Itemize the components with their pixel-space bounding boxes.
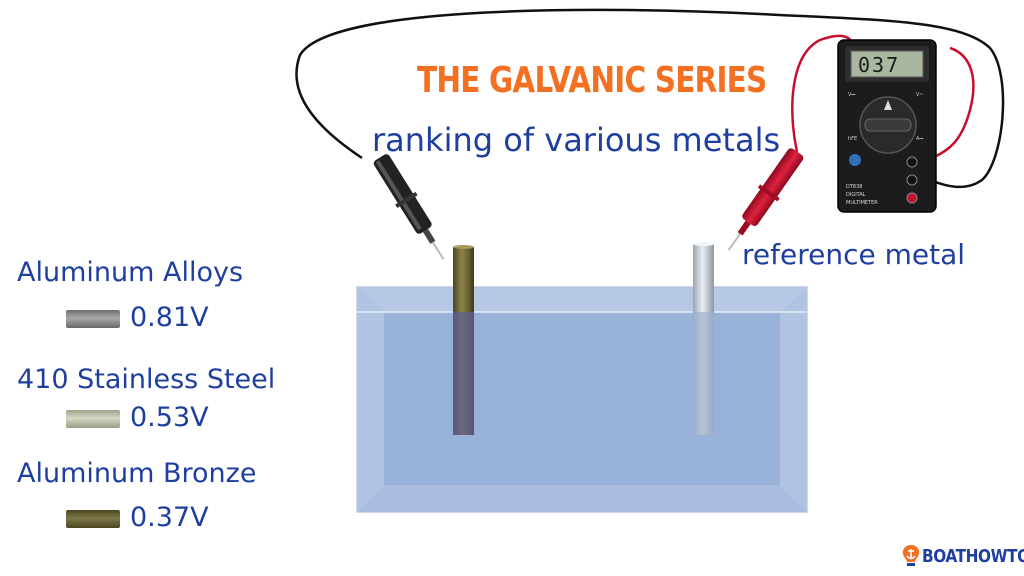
metal-name-aluminum-bronze: Aluminum Bronze: [17, 458, 257, 489]
svg-text:A⎓: A⎓: [916, 136, 923, 142]
logo-text: BOATHOWTO: [922, 545, 1024, 567]
water-tank: [356, 286, 808, 513]
anchor-bulb-icon: [902, 545, 920, 566]
voltage-aluminum-alloys: 0.81V: [130, 302, 209, 333]
swatch-aluminum-bronze: [66, 510, 120, 528]
reference-rod: [693, 242, 714, 435]
page-title: THE GALVANIC SERIES: [417, 60, 767, 101]
black-probe: [373, 154, 445, 260]
voltage-410-stainless-steel: 0.53V: [130, 402, 209, 433]
bronze-rod: [453, 245, 474, 435]
svg-text:V~: V~: [916, 92, 924, 98]
multimeter: V⎓ V~ hFE A⎓: [837, 39, 937, 213]
black-wire: [295, 8, 1005, 189]
meter-display: 037: [858, 53, 900, 77]
red-wire-2: [931, 46, 975, 160]
meter-caption-2: MULTIMETER: [846, 200, 878, 206]
swatch-aluminum-alloys: [66, 310, 120, 328]
metal-name-410-stainless-steel: 410 Stainless Steel: [17, 364, 276, 395]
svg-text:hFE: hFE: [848, 136, 857, 142]
meter-caption-1: DIGITAL: [846, 192, 866, 198]
reference-metal-label: reference metal: [742, 238, 966, 271]
red-probe: [727, 148, 804, 251]
metal-name-aluminum-alloys: Aluminum Alloys: [17, 257, 244, 288]
page-subtitle: ranking of various metals: [372, 121, 781, 159]
meter-model: DT838: [846, 184, 862, 190]
swatch-410-stainless-steel: [66, 410, 120, 428]
boathowto-logo: BOATHOWTO: [900, 543, 1024, 569]
voltage-aluminum-bronze: 0.37V: [130, 502, 209, 533]
red-wire: [791, 34, 856, 153]
svg-text:V⎓: V⎓: [848, 92, 855, 98]
